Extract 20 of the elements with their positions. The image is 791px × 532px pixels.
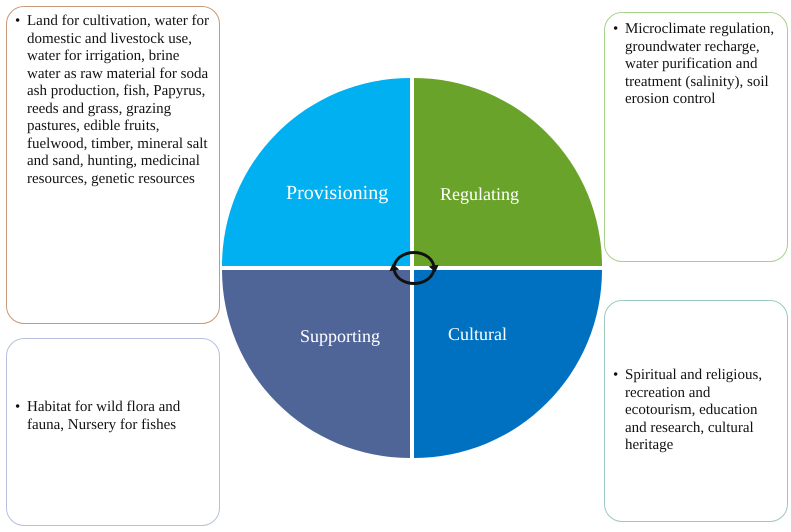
description-text: Microclimate regulation, groundwater recharge, water purification and treatment (salinity), soil erosion control xyxy=(625,21,776,108)
quadrant-label: Cultural xyxy=(448,324,507,345)
bullet-mark: • xyxy=(15,399,22,416)
text-box xyxy=(6,338,220,526)
quadrant-segment xyxy=(414,78,602,266)
text-box xyxy=(6,6,220,324)
quadrant-segment xyxy=(414,270,602,458)
bullet-mark: • xyxy=(613,367,620,384)
description-text: Spiritual and religious, recreation and ecotourism, education and research, cultural heritage xyxy=(625,367,764,454)
quadrant-segment xyxy=(222,270,410,458)
text-box xyxy=(604,300,788,522)
bullet-mark: • xyxy=(15,13,22,30)
bullet-mark: • xyxy=(613,21,620,38)
description-text: Land for cultivation, water for domestic and livestock use, water for irrigation, brine water as raw material for soda ash production, fish, Papyrus, reeds and grass, grazing pastures, edible fruits, fuelwood, timber, mineral salt and sand, hunting, medicinal resources, genetic resources xyxy=(27,13,210,188)
quadrant-label: Supporting xyxy=(300,326,380,347)
quadrant-label: Regulating xyxy=(440,184,519,205)
quadrant-label: Provisioning xyxy=(286,182,388,205)
description-text: Habitat for wild flora and fauna, Nursery for fishes xyxy=(27,399,182,434)
text-box xyxy=(604,12,788,262)
quadrant-segment xyxy=(222,78,410,266)
